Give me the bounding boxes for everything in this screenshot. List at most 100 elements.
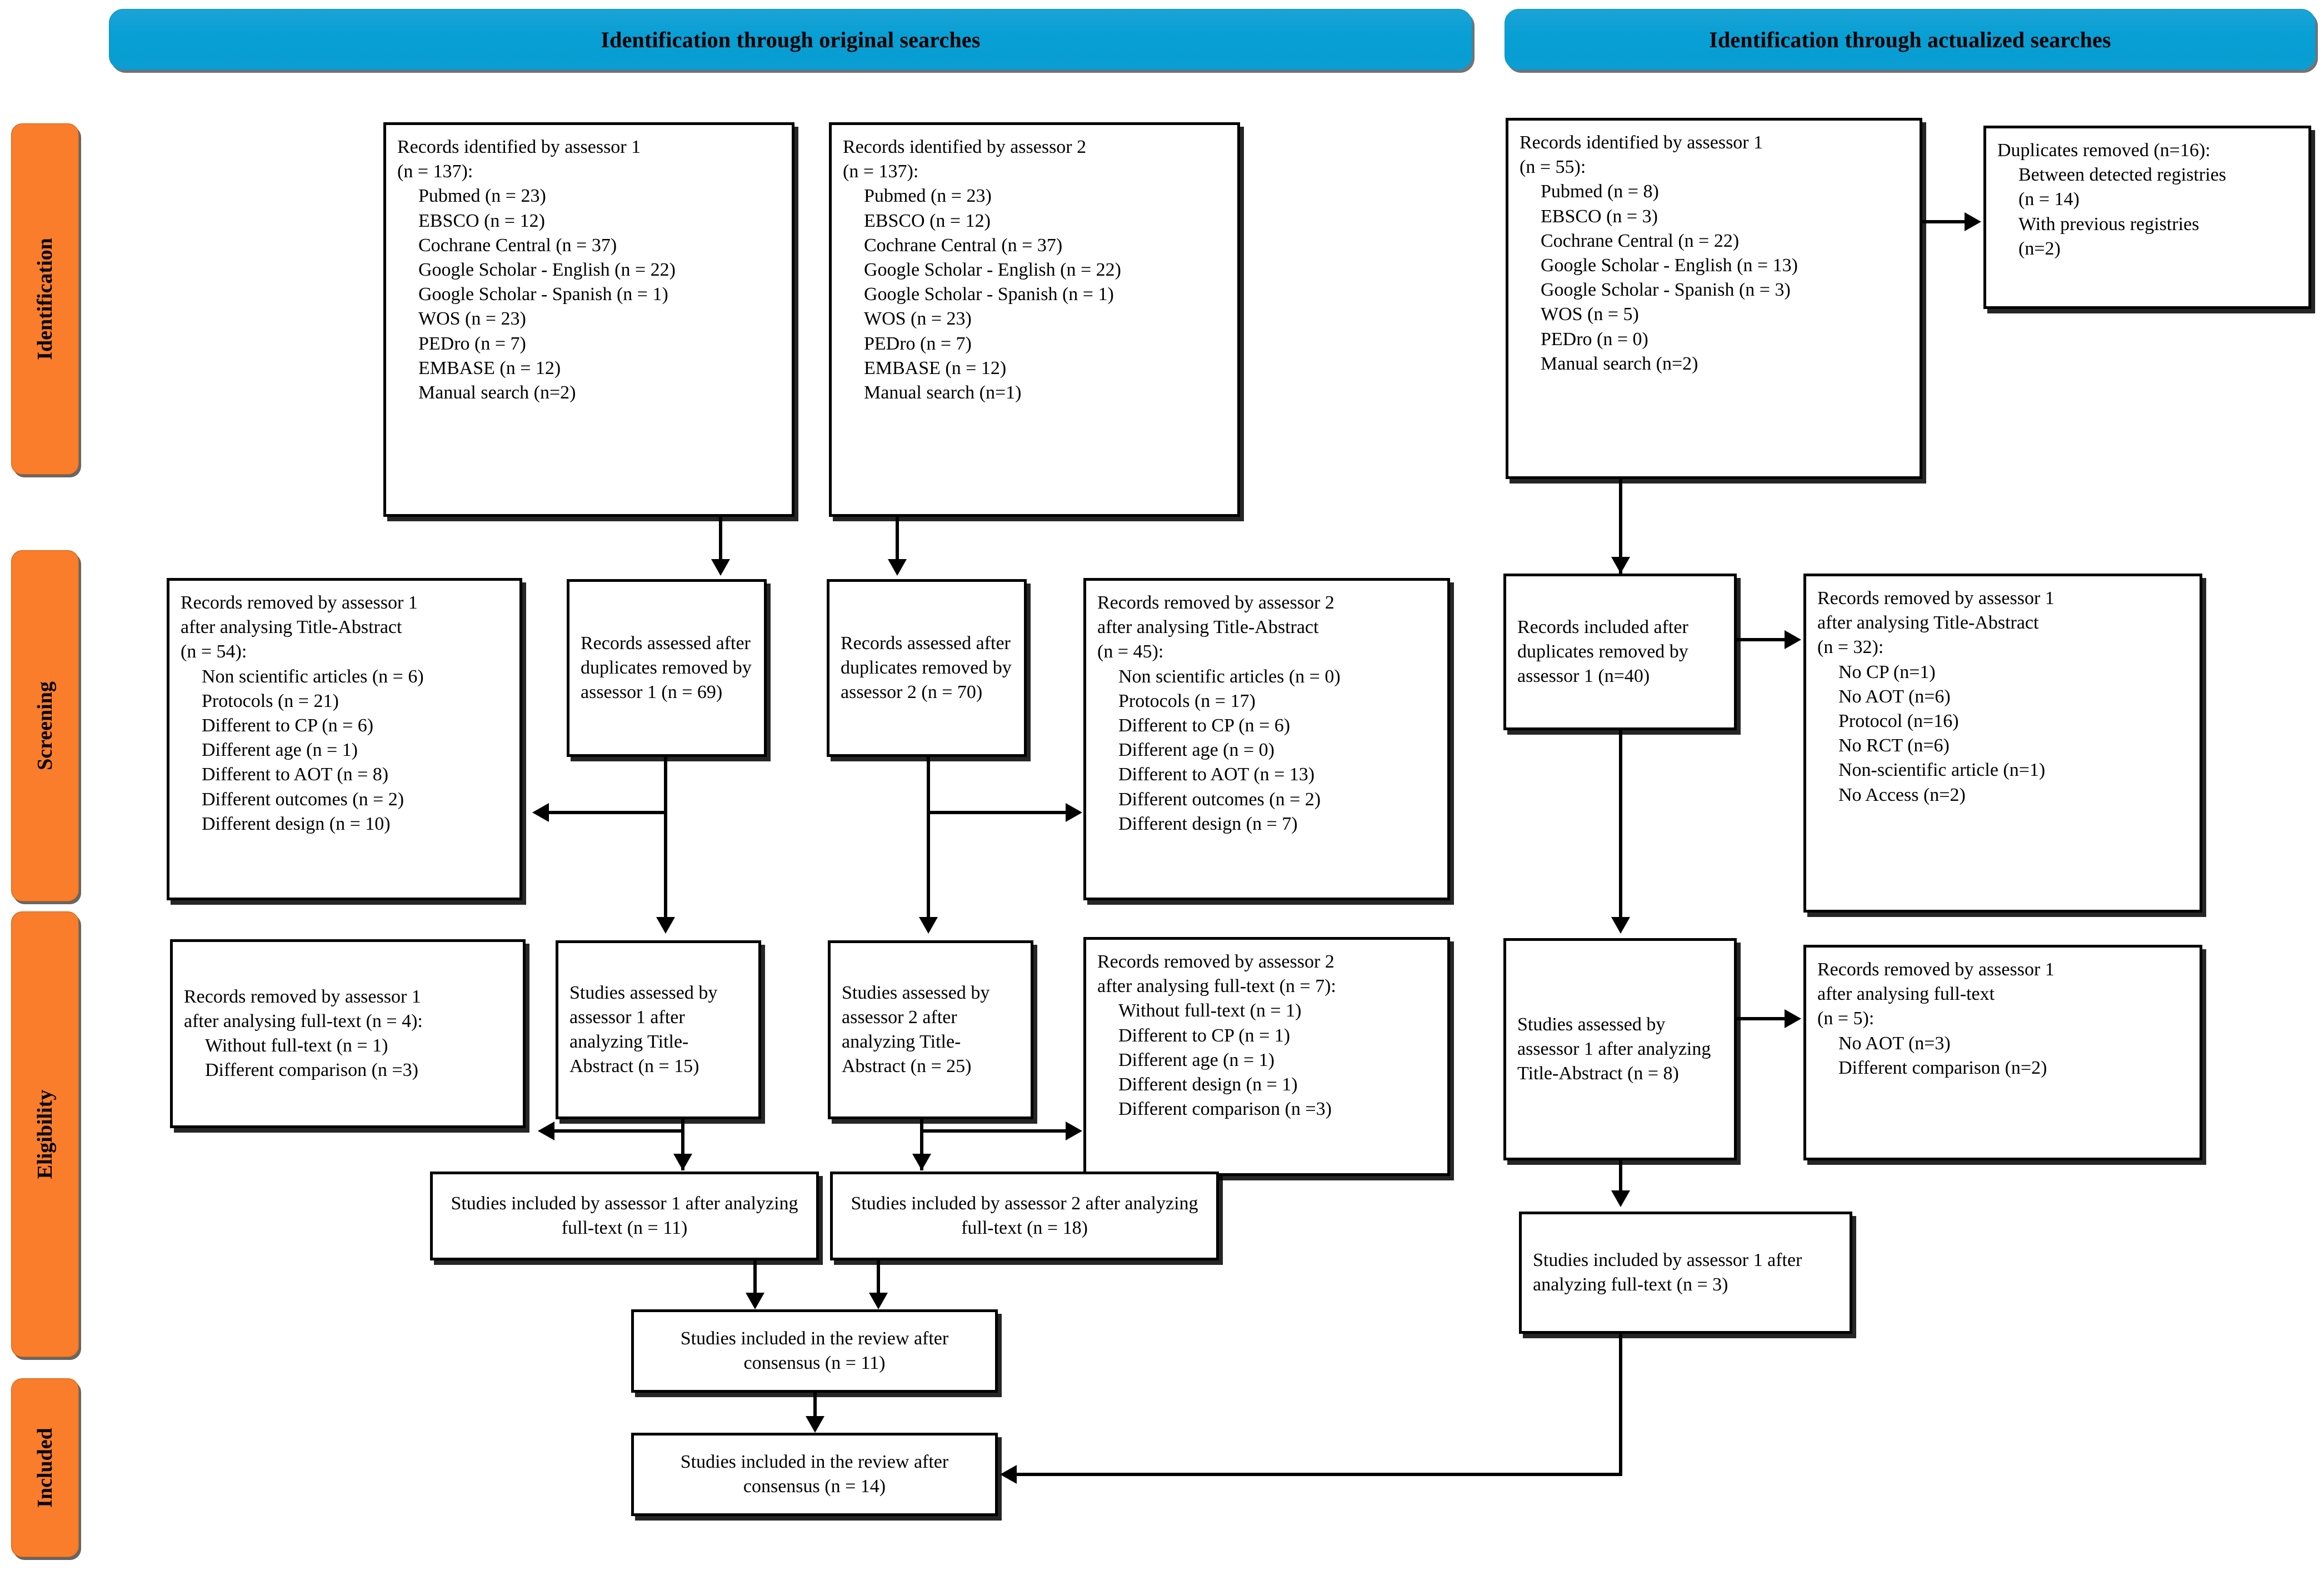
list-item: EMBASE (n = 12) — [864, 357, 1007, 378]
box-header: Records removed by assessor 2 after anal… — [1097, 592, 1335, 662]
arrow-right-icon — [1785, 1009, 1801, 1028]
list-item: Different comparison (n =3) — [205, 1060, 418, 1081]
box-eligibility-removed-assessor2: Records removed by assessor 2 after anal… — [1083, 937, 1450, 1176]
connector-line — [877, 1260, 880, 1295]
box-header: Records removed by assessor 1 after anal… — [181, 592, 418, 662]
list-item: PEDro (n = 7) — [864, 333, 972, 354]
arrow-left-icon — [1000, 1465, 1017, 1484]
connector-line — [1922, 220, 1967, 223]
arrow-right-icon — [1965, 212, 1981, 231]
connector-line — [719, 517, 722, 560]
list-item: Different outcomes (n = 2) — [1118, 789, 1321, 810]
box-header: Studies assessed by assessor 2 after ana… — [842, 982, 990, 1077]
box-actualized-assessed-title-abstract: Studies assessed by assessor 1 after ana… — [1503, 938, 1737, 1160]
connector-line — [554, 1129, 682, 1133]
box-eligibility-assessed-assessor2: Studies assessed by assessor 2 after ana… — [828, 940, 1033, 1119]
arrow-left-icon — [538, 1122, 554, 1140]
box-item-list: Pubmed (n = 8) EBSCO (n = 3) Cochrane Ce… — [1520, 180, 1908, 376]
stage-label-included: Included — [11, 1378, 79, 1557]
list-item: No RCT (n=6) — [1838, 735, 1950, 756]
box-duplicates-removed: Duplicates removed (n=16): Between detec… — [1983, 126, 2311, 309]
arrow-down-icon — [673, 1154, 692, 1170]
arrow-right-icon — [1066, 1122, 1082, 1140]
box-eligibility-removed-assessor1: Records removed by assessor 1 after anal… — [170, 939, 526, 1128]
list-item: Cochrane Central (n = 22) — [1541, 230, 1740, 251]
box-screening-assessed-assessor2: Records assessed after duplicates remove… — [827, 579, 1027, 757]
list-item: Different design (n = 10) — [202, 813, 391, 834]
list-item: Pubmed (n = 23) — [418, 186, 546, 207]
box-item-list: No AOT (n=3) Different comparison (n=2) — [1817, 1031, 2188, 1080]
box-item-list: Pubmed (n = 23) EBSCO (n = 12) Cochrane … — [843, 184, 1226, 405]
arrow-down-icon — [711, 559, 730, 576]
list-item: Google Scholar - English (n = 22) — [418, 259, 676, 280]
box-header: Records identified by assessor 1 (n = 13… — [397, 137, 641, 182]
box-screening-assessed-assessor1: Records assessed after duplicates remove… — [567, 579, 767, 757]
box-consensus-11: Studies included in the review after con… — [631, 1309, 998, 1393]
list-item: Manual search (n=1) — [864, 382, 1022, 403]
box-item-list: Pubmed (n = 23) EBSCO (n = 12) Cochrane … — [397, 184, 781, 405]
box-item-list: Non scientific articles (n = 6) Protocol… — [181, 665, 508, 836]
arrow-right-icon — [1785, 630, 1801, 649]
list-item: Non scientific articles (n = 6) — [202, 666, 424, 687]
list-item: PEDro (n = 0) — [1541, 328, 1648, 350]
box-header: Records removed by assessor 1 after anal… — [1817, 959, 2055, 1029]
list-item: WOS (n = 23) — [418, 308, 526, 330]
arrow-down-icon — [1611, 1190, 1630, 1207]
list-item: EMBASE (n = 12) — [418, 357, 561, 378]
arrow-down-icon — [1611, 557, 1630, 574]
connector-line — [681, 1119, 684, 1155]
box-header: Studies included by assessor 1 after ana… — [1533, 1249, 1802, 1295]
box-header: Records removed by assessor 1 after anal… — [1817, 588, 2055, 658]
list-item: Manual search (n=2) — [418, 382, 576, 403]
box-actualized-included-after-duplicates: Records included after duplicates remove… — [1503, 574, 1737, 730]
box-item-list: Non scientific articles (n = 0) Protocol… — [1097, 665, 1436, 836]
list-item: Protocol (n=16) — [1838, 710, 1959, 731]
list-item: Different to CP (n = 6) — [202, 715, 374, 736]
list-item: Protocols (n = 21) — [202, 690, 339, 711]
box-screening-removed-assessor2: Records removed by assessor 2 after anal… — [1083, 578, 1450, 900]
box-header: Records identified by assessor 2 (n = 13… — [843, 137, 1087, 182]
connector-line — [549, 811, 666, 814]
list-item: WOS (n = 23) — [864, 308, 972, 330]
box-header: Studies included by assessor 1 after ana… — [451, 1193, 798, 1238]
box-header: Records assessed after duplicates remove… — [581, 632, 752, 703]
box-original-identified-assessor2: Records identified by assessor 2 (n = 13… — [829, 122, 1240, 517]
list-item: EBSCO (n = 12) — [864, 210, 991, 231]
connector-line — [920, 1119, 923, 1155]
list-item: Different comparison (n=2) — [1838, 1057, 2047, 1078]
list-item: (n = 14) — [2018, 189, 2080, 210]
connector-line — [813, 1393, 817, 1418]
list-item: Cochrane Central (n = 37) — [864, 235, 1063, 256]
box-item-list: No CP (n=1) No AOT (n=6) Protocol (n=16)… — [1817, 660, 2188, 808]
stage-label-eligibility: Eligibility — [11, 911, 79, 1357]
list-item: No CP (n=1) — [1838, 661, 1936, 682]
list-item: Google Scholar - Spanish (n = 1) — [864, 284, 1114, 305]
box-header: Studies included in the review after con… — [680, 1451, 949, 1497]
list-item: Protocols (n = 17) — [1118, 690, 1256, 711]
list-item: With previous registries — [2018, 213, 2200, 235]
list-item: Different design (n = 1) — [1118, 1074, 1298, 1095]
box-actualized-removed-title-abstract: Records removed by assessor 1 after anal… — [1803, 574, 2202, 913]
arrow-down-icon — [912, 1154, 931, 1170]
box-actualized-removed-full-text: Records removed by assessor 1 after anal… — [1803, 945, 2202, 1160]
connector-line — [664, 757, 667, 918]
box-actualized-identified-assessor1: Records identified by assessor 1 (n = 55… — [1506, 118, 1922, 479]
list-item: Manual search (n=2) — [1541, 353, 1698, 374]
list-item: EBSCO (n = 12) — [418, 210, 545, 231]
connector-line — [1017, 1473, 1622, 1476]
arrow-down-icon — [746, 1293, 764, 1309]
list-item: Different to AOT (n = 13) — [1118, 764, 1315, 785]
connector-line — [1619, 730, 1622, 919]
arrow-down-icon — [869, 1293, 888, 1309]
list-item: No Access (n=2) — [1838, 784, 1966, 805]
list-item: (n=2) — [2018, 238, 2061, 259]
connector-line — [1619, 1334, 1622, 1474]
list-item: No AOT (n=6) — [1838, 686, 1951, 707]
arrow-down-icon — [919, 917, 938, 934]
arrow-right-icon — [1066, 803, 1082, 822]
stage-label-included-text: Included — [33, 1428, 57, 1508]
connector-line — [927, 757, 930, 918]
connector-line — [927, 811, 1067, 814]
box-eligibility-assessed-assessor1: Studies assessed by assessor 1 after ana… — [556, 940, 761, 1119]
list-item: Google Scholar - English (n = 22) — [864, 259, 1121, 280]
